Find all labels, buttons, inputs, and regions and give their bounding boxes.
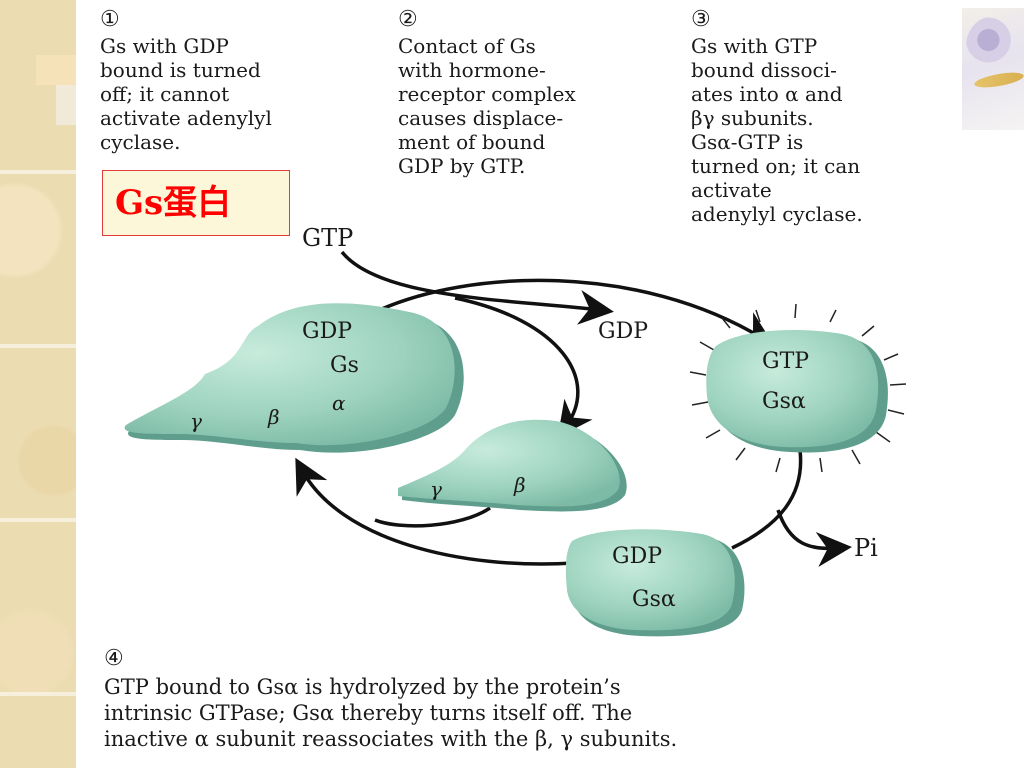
free-beta-label: β bbox=[513, 473, 526, 497]
step-2-text: ② Contact of Gs with hormone- receptor c… bbox=[398, 7, 576, 179]
step-line: Gsα-GTP is bbox=[691, 130, 804, 154]
step-line: causes displace- bbox=[398, 106, 564, 130]
inactive-gs-alpha-shape bbox=[565, 529, 745, 637]
active-gtp-label: GTP bbox=[762, 349, 809, 374]
step-number: ② bbox=[398, 7, 418, 32]
arrow-to-gdp-release bbox=[374, 278, 774, 346]
inactive-gs-alpha-label: Gsα bbox=[632, 587, 676, 612]
step-line: off; it cannot bbox=[100, 82, 230, 106]
step-line: Gs with GTP bbox=[691, 34, 818, 58]
decorative-tab bbox=[36, 55, 76, 85]
logo-image bbox=[962, 8, 1024, 130]
active-gs-alpha-label: Gsα bbox=[762, 389, 806, 414]
step-line: activate bbox=[691, 178, 772, 202]
step-line: βγ subunits. bbox=[691, 106, 814, 130]
step-line: inactive α subunit reassociates with the… bbox=[104, 727, 678, 751]
arrow-to-free-beta-gamma bbox=[454, 296, 593, 438]
step-line: intrinsic GTPase; Gsα thereby turns itse… bbox=[104, 701, 633, 725]
step-line: Gs with GDP bbox=[100, 34, 229, 58]
decorative-side-strip bbox=[0, 0, 76, 768]
gs-gdp-complex-shape bbox=[124, 303, 464, 453]
step-4-text: ④ GTP bound to Gsα is hydrolyzed by the … bbox=[104, 646, 677, 752]
arrow-pi-release bbox=[776, 509, 852, 567]
complex-gdp-label: GDP bbox=[302, 319, 352, 344]
step-number: ① bbox=[100, 7, 120, 32]
gtp-input-label: GTP bbox=[302, 224, 353, 252]
step-line: ates into α and bbox=[691, 82, 843, 106]
arrow-active-to-inactive bbox=[731, 449, 803, 550]
pi-output-label: Pi bbox=[854, 534, 878, 562]
step-line: Contact of Gs bbox=[398, 34, 536, 58]
arrow-gtp-to-active bbox=[340, 250, 614, 325]
complex-alpha-label: α bbox=[332, 391, 346, 415]
free-beta-gamma-shape bbox=[398, 419, 627, 512]
active-gs-alpha-shape bbox=[706, 330, 888, 453]
step-line: with hormone- bbox=[398, 58, 546, 82]
complex-gamma-label: γ bbox=[190, 409, 202, 433]
step-3-text: ③ Gs with GTP bound dissoci- ates into α… bbox=[691, 7, 863, 227]
step-line: ment of bound bbox=[398, 130, 546, 154]
step-line: bound is turned bbox=[100, 58, 261, 82]
complex-gs-label: Gs bbox=[330, 353, 359, 378]
step-number: ④ bbox=[104, 646, 124, 671]
inactive-gdp-label: GDP bbox=[612, 544, 662, 569]
step-line: turned on; it can bbox=[691, 154, 861, 178]
step-line: GDP by GTP. bbox=[398, 154, 526, 178]
step-number: ③ bbox=[691, 7, 711, 32]
complex-beta-label: β bbox=[267, 405, 280, 429]
step-1-text: ① Gs with GDP bound is turned off; it ca… bbox=[100, 7, 272, 155]
step-line: cyclase. bbox=[100, 130, 181, 154]
gs-protein-label: Gs蛋白 bbox=[102, 170, 290, 236]
decorative-tab bbox=[56, 85, 76, 125]
arrow-beta-gamma-return bbox=[374, 506, 491, 528]
step-line: receptor complex bbox=[398, 82, 576, 106]
arrow-reassociation bbox=[295, 457, 575, 566]
gdp-output-label: GDP bbox=[598, 319, 648, 344]
step-line: adenylyl cyclase. bbox=[691, 202, 863, 226]
free-gamma-label: γ bbox=[430, 477, 442, 501]
step-line: GTP bound to Gsα is hydrolyzed by the pr… bbox=[104, 675, 621, 699]
active-gs-alpha-rays bbox=[689, 303, 907, 473]
step-line: activate adenylyl bbox=[100, 106, 272, 130]
step-line: bound dissoci- bbox=[691, 58, 837, 82]
